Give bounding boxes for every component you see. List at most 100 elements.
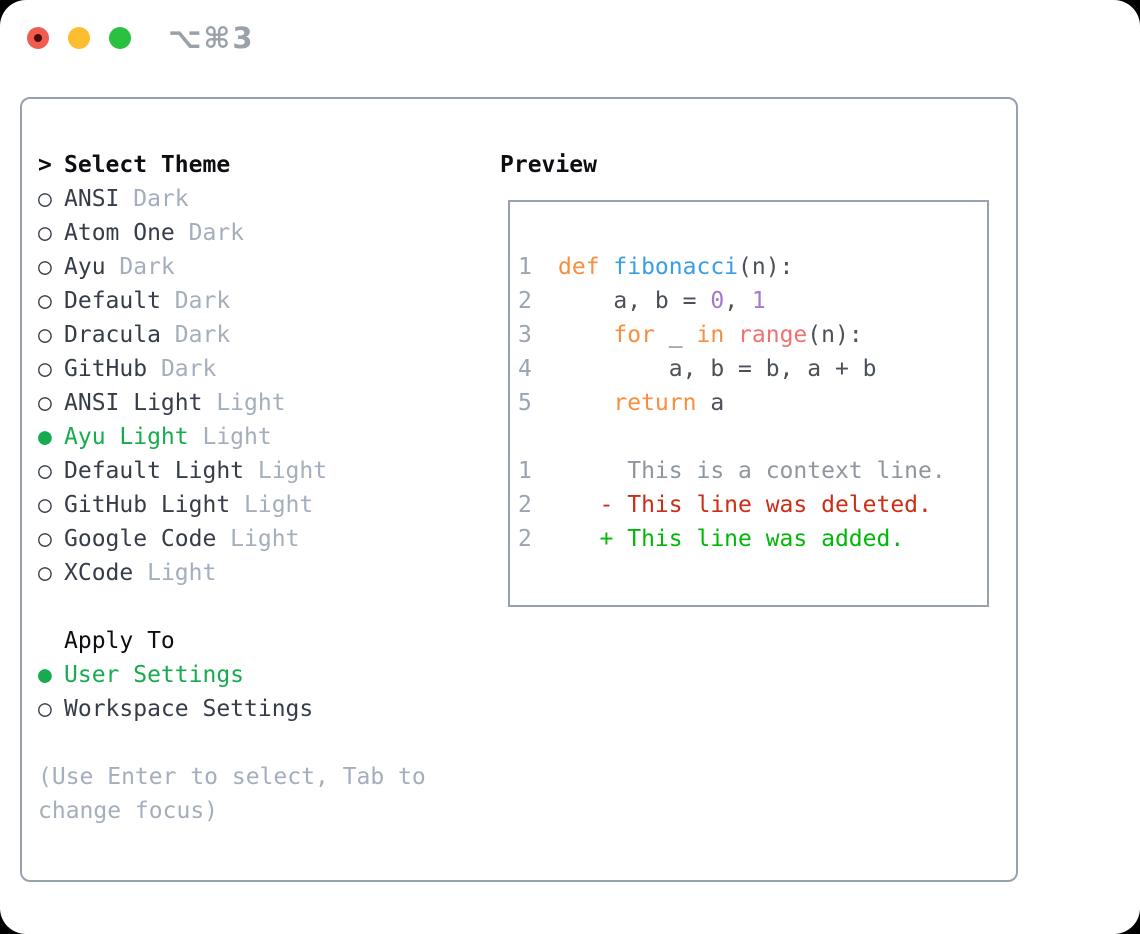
code-token: [724, 322, 738, 348]
apply-to-header: Apply To: [38, 624, 426, 658]
line-number: 2: [518, 526, 532, 552]
theme-option-ansi-light-light[interactable]: ○ ANSI Light Light: [38, 386, 426, 420]
radio-unselected-icon: ○: [38, 390, 52, 416]
theme-variant-label: Light: [188, 424, 272, 450]
theme-picker-panel: >Select Theme○ANSI Dark○Atom One Dark○Ay…: [20, 97, 1018, 882]
theme-name: Default: [64, 288, 161, 314]
titlebar: ⌥⌘3: [0, 0, 1140, 76]
minimize-button[interactable]: [68, 27, 90, 49]
theme-name: GitHub: [64, 356, 148, 382]
code-token: + This line was added.: [558, 526, 905, 552]
theme-name: Ayu: [64, 254, 106, 280]
code-line-8: 2 - This line was deleted.: [518, 488, 946, 522]
theme-option-google-code-light[interactable]: ○Google Code Light: [38, 522, 426, 556]
code-token: in: [696, 322, 725, 348]
theme-variant-label: Light: [216, 526, 300, 552]
theme-name: GitHub Light: [64, 492, 231, 518]
theme-name: XCode: [64, 560, 134, 586]
window-title-shortcut: ⌥⌘3: [168, 21, 255, 55]
code-token: - This line was deleted.: [558, 492, 932, 518]
code-line-4: 4 a, b = b, a + b: [518, 352, 946, 386]
line-number: 1: [518, 458, 532, 484]
radio-unselected-icon: ○: [38, 288, 52, 314]
apply-option-workspace-settings[interactable]: ○Workspace Settings: [38, 692, 426, 726]
line-number: 1: [518, 254, 532, 280]
code-line-9: 2 + This line was added.: [518, 522, 946, 556]
focus-cursor-icon: >: [38, 152, 52, 178]
theme-option-ayu-dark[interactable]: ○ Ayu Dark: [38, 250, 426, 284]
code-line-1: 1 def fibonacci(n):: [518, 250, 946, 284]
code-token: [558, 390, 613, 416]
code-line-2: 2 a, b = 0, 1: [518, 284, 946, 318]
theme-variant-label: Dark: [160, 288, 231, 314]
code-token: return: [613, 390, 697, 416]
theme-variant-label: Dark: [105, 254, 175, 280]
theme-option-github-light-light[interactable]: ○GitHub Light Light: [38, 488, 426, 522]
theme-option-atom-one-dark[interactable]: ○Atom One Dark: [38, 216, 426, 250]
code-token: def: [558, 254, 614, 280]
radio-unselected-icon: ○: [38, 220, 52, 246]
line-number: 4: [518, 356, 532, 382]
spacer: [38, 590, 426, 624]
code-token: ,: [724, 288, 752, 314]
zoom-button[interactable]: [109, 27, 131, 49]
code-token: _: [654, 322, 697, 348]
radio-unselected-icon: ○: [38, 696, 52, 722]
spacer: [38, 726, 426, 760]
theme-variant-label: Dark: [174, 220, 245, 246]
code-token: 0: [710, 288, 725, 314]
theme-variant-label: Light: [202, 390, 286, 416]
apply-to-label: Apply To: [64, 628, 175, 654]
preview-title: Preview: [500, 152, 597, 178]
theme-variant-label: Dark: [147, 356, 217, 382]
radio-unselected-icon: ○: [38, 254, 52, 280]
code-line-3: 3 for _ in range(n):: [518, 318, 946, 352]
radio-unselected-icon: ○: [38, 458, 52, 484]
theme-name: ANSI Light: [64, 390, 203, 416]
line-number: 2: [518, 492, 532, 518]
select-theme-header-label: Select Theme: [64, 152, 231, 178]
code-token: This is a context line.: [558, 458, 946, 484]
line-number: 3: [518, 322, 532, 348]
theme-name: Dracula: [64, 322, 161, 348]
radio-selected-icon: ●: [38, 662, 52, 688]
theme-name: Default Light: [64, 458, 245, 484]
apply-option-user-settings[interactable]: ● User Settings: [38, 658, 426, 692]
theme-name: ANSI: [64, 186, 120, 212]
code-token: [558, 322, 613, 348]
theme-option-github-dark[interactable]: ○ GitHub Dark: [38, 352, 426, 386]
radio-unselected-icon: ○: [38, 186, 52, 212]
theme-variant-label: Dark: [160, 322, 231, 348]
indent: [38, 624, 64, 658]
theme-option-ansi-dark[interactable]: ○ ANSI Dark: [38, 182, 426, 216]
theme-name: Google Code: [64, 526, 217, 552]
theme-name: Ayu Light: [64, 424, 189, 450]
code-token: (n):: [738, 254, 794, 280]
code-line-7: 1 This is a context line.: [518, 454, 946, 488]
code-line-5: 5 return a: [518, 386, 946, 420]
theme-variant-label: Dark: [119, 186, 189, 212]
code-line-6: [518, 420, 946, 454]
apply-option-label: User Settings: [64, 662, 245, 688]
theme-variant-label: Light: [133, 560, 217, 586]
close-button[interactable]: [27, 27, 49, 49]
line-number: 5: [518, 390, 532, 416]
radio-selected-icon: ●: [38, 424, 52, 450]
code-token: a: [696, 390, 725, 416]
theme-option-default-dark[interactable]: ○ Default Dark: [38, 284, 426, 318]
code-token: fibonacci: [613, 254, 739, 280]
code-token: (n):: [807, 322, 863, 348]
help-text-line-2: change focus): [38, 798, 219, 824]
theme-list: >Select Theme○ANSI Dark○Atom One Dark○Ay…: [38, 148, 426, 828]
theme-variant-label: Light: [244, 458, 328, 484]
select-theme-header: > Select Theme: [38, 148, 426, 182]
theme-option-ayu-light-light[interactable]: ● Ayu Light Light: [38, 420, 426, 454]
theme-option-dracula-dark[interactable]: ○Dracula Dark: [38, 318, 426, 352]
theme-option-default-light-light[interactable]: ○ Default Light Light: [38, 454, 426, 488]
theme-option-xcode-light[interactable]: ○XCode Light: [38, 556, 426, 590]
theme-variant-label: Light: [230, 492, 314, 518]
radio-unselected-icon: ○: [38, 356, 52, 382]
